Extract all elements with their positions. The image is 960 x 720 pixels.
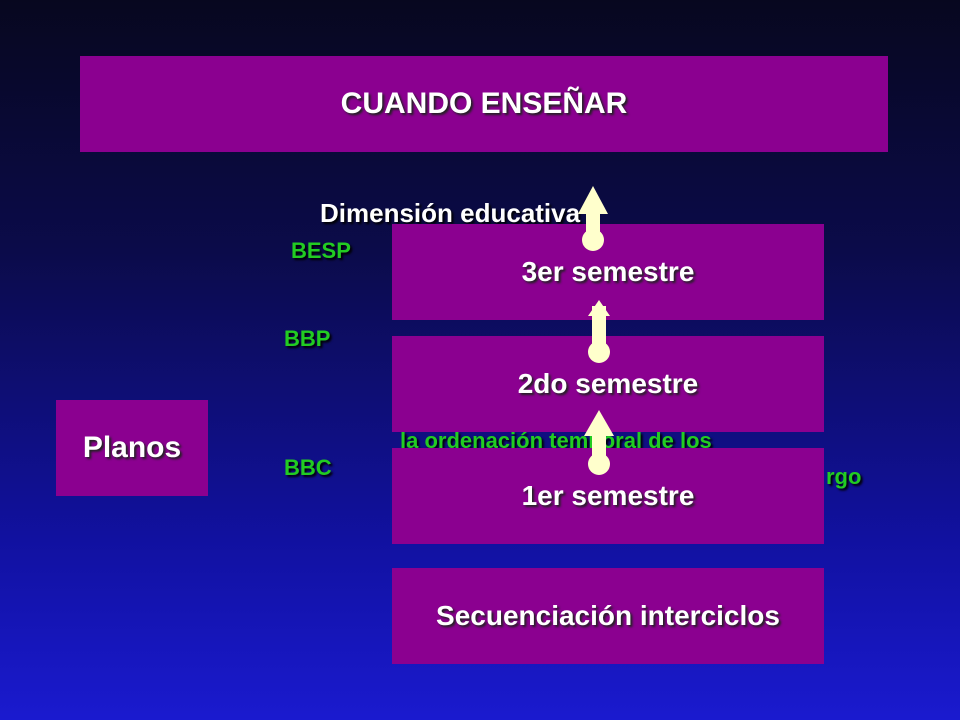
first-semester-text: 1er semestre xyxy=(521,480,695,511)
title-text: CUANDO ENSEÑAR xyxy=(340,87,628,120)
sequencing-box: Secuenciación interciclos xyxy=(392,568,824,664)
level-bbc: BBC xyxy=(284,455,332,480)
second-semester-text: 2do semestre xyxy=(517,368,699,399)
sequencing-text: Secuenciación interciclos xyxy=(436,600,780,631)
second-semester-box: 2do semestre xyxy=(392,336,824,432)
dimension-label: Dimensión educativa xyxy=(320,198,581,228)
obscured-text-line2: rgo xyxy=(826,464,862,489)
third-semester-text: 3er semestre xyxy=(521,256,695,287)
third-semester-box: 3er semestre xyxy=(392,224,824,320)
level-besp: BESP xyxy=(291,238,351,263)
first-semester-box: 1er semestre xyxy=(392,448,824,544)
planos-text: Planos xyxy=(82,431,182,464)
title-box: CUANDO ENSEÑAR xyxy=(80,56,888,152)
level-bbp: BBP xyxy=(284,326,331,351)
planos-box: Planos xyxy=(56,400,208,496)
